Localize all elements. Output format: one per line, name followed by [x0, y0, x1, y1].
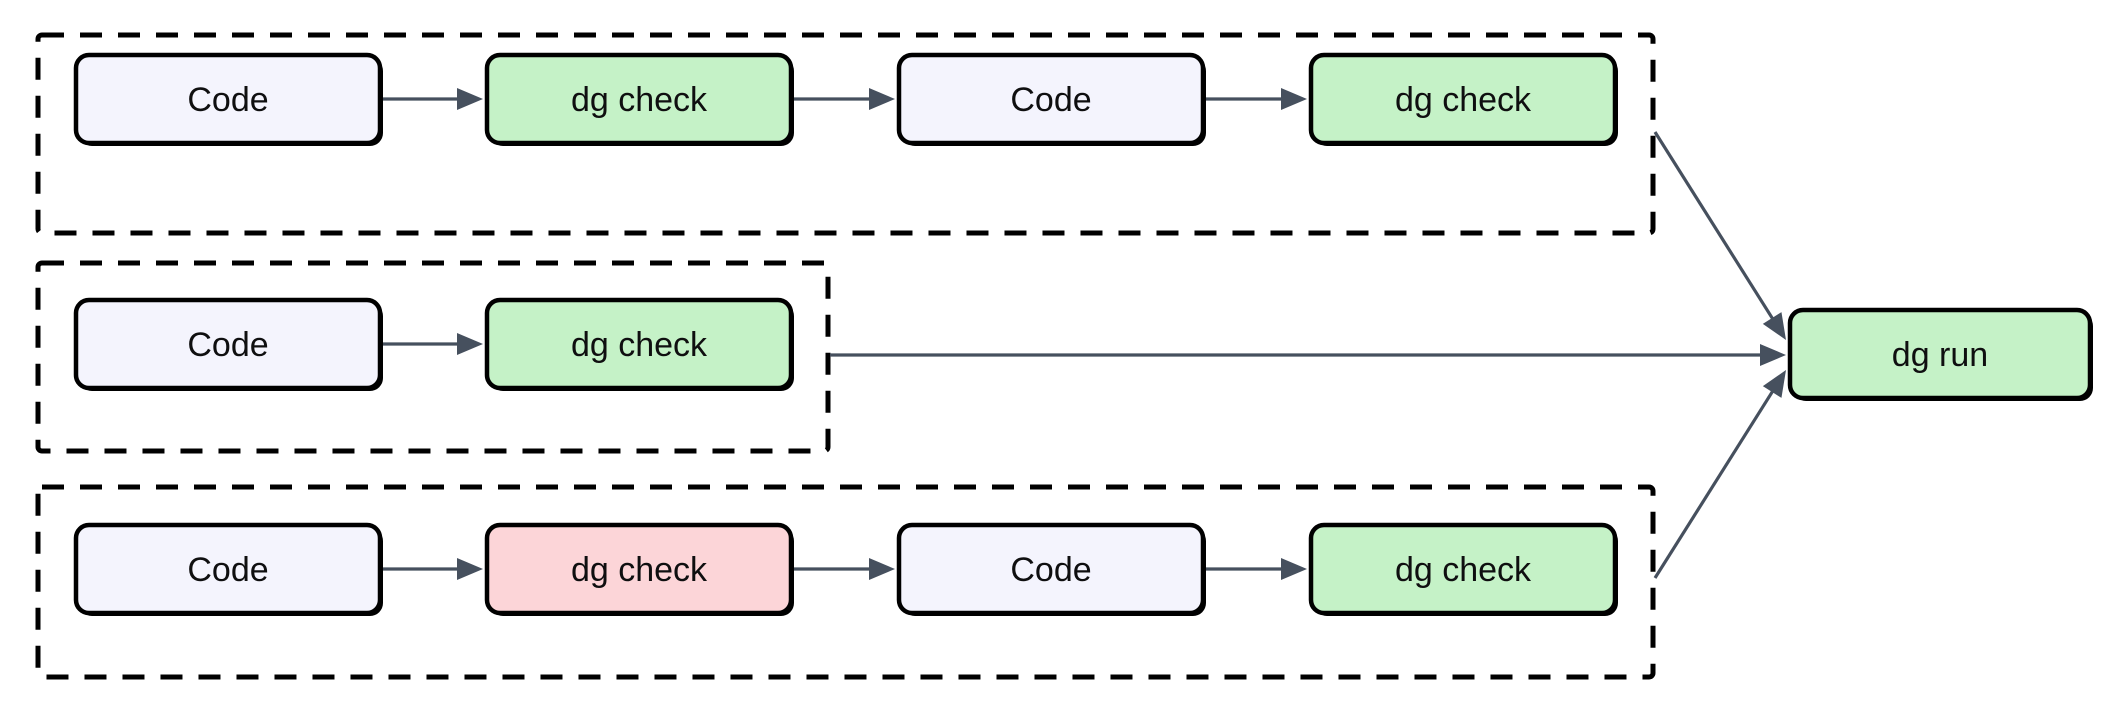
node-body[interactable] — [484, 297, 794, 391]
group-frame-group-row-3 — [35, 484, 1656, 680]
arrow-head-icon — [1762, 312, 1786, 340]
node-label: Code — [1010, 551, 1091, 589]
edge-r2-code1-to-check1 — [381, 333, 483, 355]
edges-layer — [381, 88, 1786, 580]
node-body[interactable] — [896, 522, 1206, 616]
node-r1-code-2[interactable]: Code — [896, 52, 1206, 146]
node-label: Code — [1010, 81, 1091, 119]
node-r3-code-1[interactable]: Code — [73, 522, 383, 616]
node-label: dg check — [1395, 551, 1532, 589]
node-label: dg check — [571, 81, 708, 119]
edge-r3-code2-to-check2 — [1204, 558, 1307, 580]
edge-r1-code2-to-check2 — [1204, 88, 1307, 110]
arrow-head-icon — [869, 558, 895, 580]
node-r1-check-1[interactable]: dg check — [484, 52, 794, 146]
edge-r3-check1-to-code2 — [792, 558, 895, 580]
edge-row1-to-dg-run — [1653, 131, 1786, 340]
edge-r1-check1-to-code2 — [792, 88, 895, 110]
arrow-head-icon — [457, 558, 483, 580]
node-body[interactable] — [73, 522, 383, 616]
node-body[interactable] — [1308, 522, 1618, 616]
node-label: dg check — [1395, 81, 1532, 119]
edge-r3-code1-to-check1 — [381, 558, 483, 580]
node-body[interactable] — [73, 52, 383, 146]
node-body[interactable] — [1787, 307, 2093, 401]
node-body[interactable] — [484, 522, 794, 616]
node-body[interactable] — [484, 52, 794, 146]
node-label: Code — [187, 551, 268, 589]
node-label: Code — [187, 81, 268, 119]
node-body[interactable] — [1308, 52, 1618, 146]
node-r1-check-2[interactable]: dg check — [1308, 52, 1618, 146]
group-frame-group-row-2 — [35, 260, 831, 454]
node-r1-code-1[interactable]: Code — [73, 52, 383, 146]
group-frame-group-row-1 — [35, 32, 1656, 236]
node-r2-check-1[interactable]: dg check — [484, 297, 794, 391]
arrow-head-icon — [1762, 370, 1786, 398]
node-r3-check-2[interactable]: dg check — [1308, 522, 1618, 616]
node-body[interactable] — [896, 52, 1206, 146]
arrow-head-icon — [869, 88, 895, 110]
edge-r1-code1-to-check1 — [381, 88, 483, 110]
node-dg-run[interactable]: dg run — [1787, 307, 2093, 401]
arrow-head-icon — [457, 333, 483, 355]
edge-row2-to-dg-run — [830, 344, 1786, 366]
arrow-head-icon — [1281, 88, 1307, 110]
node-label: dg run — [1892, 336, 1988, 374]
arrow-head-icon — [1760, 344, 1786, 366]
edge-row3-to-dg-run — [1653, 370, 1786, 579]
node-r2-code-1[interactable]: Code — [73, 297, 383, 391]
node-label: dg check — [571, 326, 708, 364]
edge-line — [1653, 386, 1777, 579]
node-label: Code — [187, 326, 268, 364]
arrow-head-icon — [1281, 558, 1307, 580]
edge-line — [1653, 131, 1777, 324]
arrow-head-icon — [457, 88, 483, 110]
node-body[interactable] — [73, 297, 383, 391]
node-r3-code-2[interactable]: Code — [896, 522, 1206, 616]
node-label: dg check — [571, 551, 708, 589]
group-frames-layer — [35, 32, 1656, 680]
node-r3-check-1[interactable]: dg check — [484, 522, 794, 616]
